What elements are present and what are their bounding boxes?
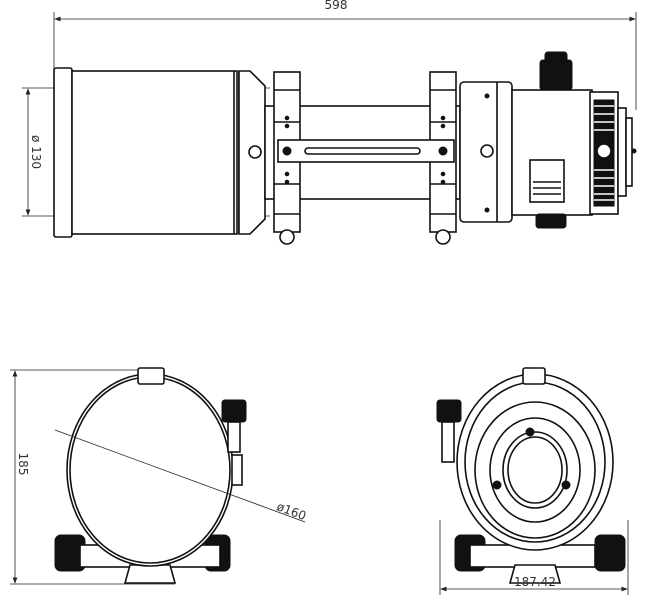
focuser-label-plate xyxy=(529,159,565,203)
side-view: 598 ø 130 xyxy=(22,0,637,245)
diameter-label: ø160 xyxy=(275,499,308,523)
focus-ring-ribs xyxy=(593,99,615,207)
rear-view: 187.42 xyxy=(436,367,629,595)
width-dimension: 187.42 xyxy=(439,520,629,595)
focuser xyxy=(459,51,637,229)
focus-knob-icon xyxy=(539,59,573,91)
eyepiece-opening xyxy=(502,431,568,509)
front-view: 185 ø160 xyxy=(10,367,308,585)
length-label: 598 xyxy=(325,0,348,12)
height-dimension: 185 xyxy=(10,369,175,585)
tube-diameter-label: ø 130 xyxy=(29,135,43,169)
tube-cross-section xyxy=(66,373,234,567)
dew-shield xyxy=(53,67,266,238)
dovetail-bar xyxy=(277,139,455,163)
length-dimension: 598 xyxy=(53,0,637,110)
height-label: 185 xyxy=(16,453,30,476)
width-label: 187.42 xyxy=(514,575,556,589)
